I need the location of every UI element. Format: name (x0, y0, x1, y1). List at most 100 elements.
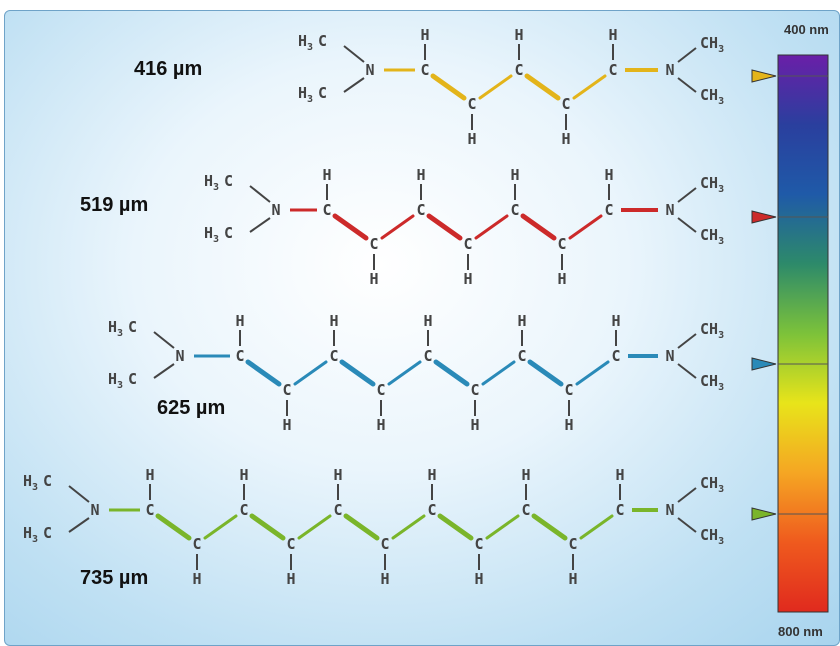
methyl-group: H3 (23, 524, 38, 545)
carbon-atom: C (521, 501, 530, 519)
methyl-group: CH3 (700, 174, 724, 195)
carbon-atom: C (329, 347, 338, 365)
carbon-atom: C (474, 535, 483, 553)
hydrogen-atom: H (604, 166, 613, 184)
chain-bond (520, 213, 557, 241)
carbon-atom: C (557, 235, 566, 253)
carbon-atom: C (514, 61, 523, 79)
chain-bond (245, 359, 282, 387)
chain-bond (524, 73, 561, 101)
methyl-group: CH3 (700, 226, 724, 247)
spectrum-marker (751, 507, 777, 521)
n-ch3-bond (677, 487, 697, 503)
hydrogen-atom: H (282, 416, 291, 434)
hydrogen-atom: H (376, 416, 385, 434)
chain-bond (527, 359, 564, 387)
nitrogen-atom: N (175, 347, 184, 365)
chain-bond (474, 214, 509, 240)
spectrum-marker (751, 69, 777, 83)
spectrum-bar (777, 54, 829, 613)
nitrogen-atom: N (665, 347, 674, 365)
chain-bond (155, 513, 192, 541)
methyl-group: H3 (204, 172, 219, 193)
hydrogen-atom: H (557, 270, 566, 288)
n-ch3-bond (249, 217, 271, 233)
methyl-group: CH3 (700, 86, 724, 107)
chain-bond (575, 360, 610, 386)
carbon-atom: C (145, 501, 154, 519)
carbon-atom: C (416, 201, 425, 219)
methyl-carbon: C (224, 224, 233, 242)
carbon-atom: C (380, 535, 389, 553)
carbon-atom: C (564, 381, 573, 399)
n-ch3-bond (677, 47, 697, 63)
wavelength-label-3: 625 µm (157, 397, 226, 419)
diagram-background (4, 10, 840, 646)
chain-bond (339, 359, 376, 387)
n-ch3-bond (677, 517, 697, 533)
hydrogen-atom: H (467, 130, 476, 148)
n-ch3-bond (677, 187, 697, 203)
nitrogen-atom: N (665, 201, 674, 219)
hydrogen-atom: H (380, 570, 389, 588)
chain-bond (572, 74, 607, 100)
carbon-atom: C (423, 347, 432, 365)
chain-bond (485, 514, 520, 540)
hydrogen-atom: H (286, 570, 295, 588)
spectrum-marker (751, 357, 777, 371)
methyl-carbon: C (224, 172, 233, 190)
carbon-atom: C (239, 501, 248, 519)
carbon-atom: C (561, 95, 570, 113)
hydrogen-atom: H (521, 466, 530, 484)
wavelength-label-1: 416 µm (134, 58, 203, 80)
chain-bond (387, 360, 422, 386)
carbon-atom: C (282, 381, 291, 399)
hydrogen-atom: H (329, 312, 338, 330)
methyl-carbon: C (128, 370, 137, 388)
carbon-atom: C (517, 347, 526, 365)
carbon-atom: C (235, 347, 244, 365)
carbon-atom: C (608, 61, 617, 79)
carbon-atom: C (333, 501, 342, 519)
chain-bond (332, 213, 369, 241)
carbon-atom: C (615, 501, 624, 519)
carbon-atom: C (470, 381, 479, 399)
chain-bond (203, 514, 238, 540)
hydrogen-atom: H (420, 26, 429, 44)
hydrogen-atom: H (615, 466, 624, 484)
hydrogen-atom: H (517, 312, 526, 330)
hydrogen-atom: H (427, 466, 436, 484)
n-ch3-bond (677, 333, 697, 349)
nitrogen-atom: N (90, 501, 99, 519)
hydrogen-atom: H (239, 466, 248, 484)
hydrogen-atom: H (416, 166, 425, 184)
hydrogen-atom: H (333, 466, 342, 484)
n-ch3-bond (153, 363, 175, 379)
methyl-group: H3 (108, 318, 123, 339)
chain-bond (579, 514, 614, 540)
carbon-atom: C (427, 501, 436, 519)
wavelength-label-2: 519 µm (80, 194, 149, 216)
chain-bond (478, 74, 513, 100)
carbon-atom: C (463, 235, 472, 253)
carbon-atom: C (420, 61, 429, 79)
hydrogen-atom: H (463, 270, 472, 288)
spectrum-top-label: 400 nm (784, 22, 829, 37)
methyl-carbon: C (128, 318, 137, 336)
methyl-group: CH3 (700, 526, 724, 547)
carbon-atom: C (611, 347, 620, 365)
chain-bond (426, 213, 463, 241)
nitrogen-atom: N (271, 201, 280, 219)
n-ch3-bond (68, 485, 90, 503)
carbon-atom: C (192, 535, 201, 553)
hydrogen-atom: H (561, 130, 570, 148)
hydrogen-atom: H (611, 312, 620, 330)
hydrogen-atom: H (369, 270, 378, 288)
chain-bond (481, 360, 516, 386)
n-ch3-bond (677, 77, 697, 93)
chain-bond (430, 73, 467, 101)
hydrogen-atom: H (608, 26, 617, 44)
methyl-group: H3 (108, 370, 123, 391)
